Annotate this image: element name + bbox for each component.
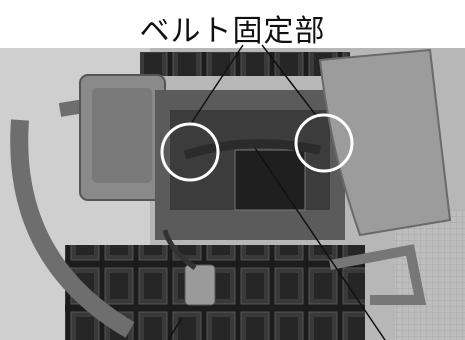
upper-track [140, 52, 350, 76]
callout-line-belt [254, 147, 386, 340]
handle-bar [10, 119, 135, 338]
callout-line-plug [167, 317, 183, 340]
power-plug [184, 264, 216, 306]
belt-fixing-circle-left [160, 122, 220, 182]
caption-title-overlay: ベルト固定部 [139, 14, 326, 49]
callout-line-right [261, 44, 319, 119]
battery [234, 149, 306, 211]
callout-line-left [191, 44, 244, 123]
belt-fixing-circle-right [294, 113, 354, 173]
belt [183, 139, 321, 160]
